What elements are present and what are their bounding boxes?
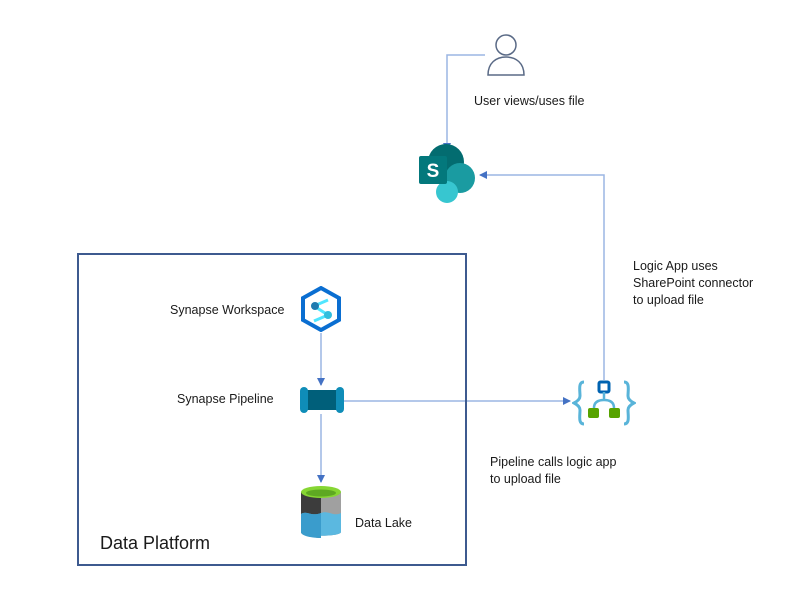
pipeline-note: Pipeline calls logic app to upload file — [490, 455, 617, 486]
data-platform-container — [77, 253, 467, 566]
logic-app-note: Logic App uses SharePoint connector to u… — [633, 259, 754, 307]
synapse-workspace-icon[interactable] — [301, 286, 341, 332]
synapse-pipeline-icon[interactable] — [299, 386, 345, 414]
data-lake-icon[interactable] — [298, 484, 344, 540]
sharepoint-letter: S — [427, 161, 440, 182]
synapse-pipeline-label: Synapse Pipeline — [177, 392, 274, 406]
data-lake-label: Data Lake — [355, 516, 412, 530]
user-label: User views/uses file — [474, 94, 585, 108]
user-icon[interactable] — [486, 33, 526, 77]
synapse-workspace-label: Synapse Workspace — [170, 303, 285, 317]
data-platform-title: Data Platform — [100, 533, 211, 553]
sharepoint-icon[interactable]: S — [417, 142, 479, 204]
logic-app-icon[interactable] — [572, 380, 636, 426]
edge-logicapp-to-sharepoint — [479, 171, 605, 380]
